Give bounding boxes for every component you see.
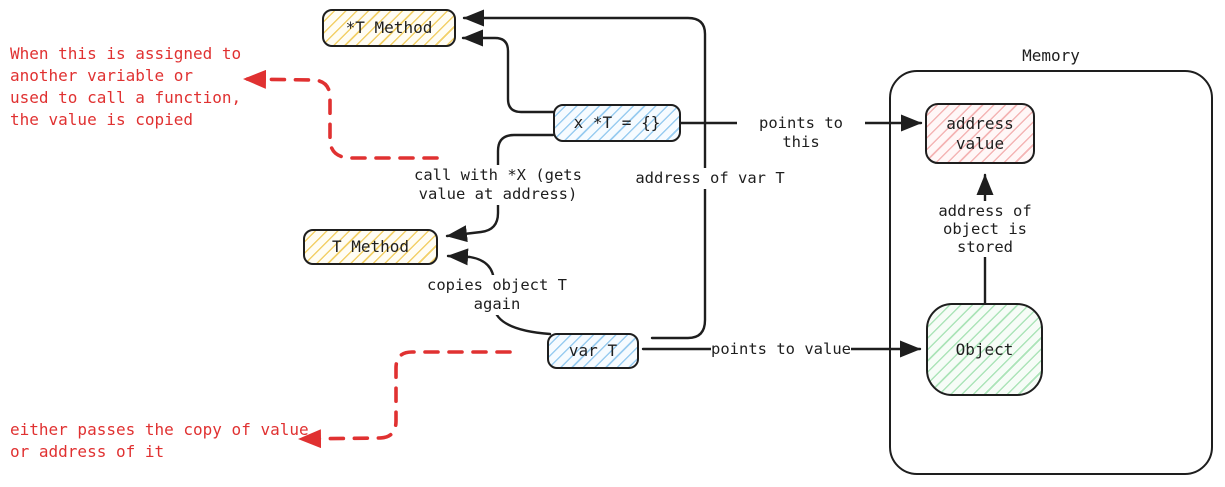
node-var-t: var T (547, 333, 639, 369)
node-object: Object (926, 303, 1043, 396)
edge-label-points-to-this: points to this (737, 113, 865, 153)
annotation-bottom-note: either passes the copy of value or addre… (10, 420, 309, 461)
dashed-arrow-bottom-note (297, 350, 512, 449)
memory-frame-label: Memory (1022, 46, 1080, 65)
node-address-value: address value (925, 103, 1035, 164)
annotation-top-note: When this is assigned to another variabl… (10, 44, 242, 129)
edge-label-address-of-object: address of object is stored (937, 201, 1033, 257)
edge-label-call-with-x: call with *X (gets value at address) (414, 165, 582, 205)
edge-label-address-of-var-t: address of var T (634, 168, 786, 189)
node-t-method: T Method (303, 229, 438, 265)
node-star-t-method: *T Method (322, 9, 456, 47)
arrow-x-pointer-to-star-method (461, 29, 555, 114)
dashed-arrow-top-note (242, 69, 439, 160)
edge-label-copies-object: copies object T again (427, 275, 567, 315)
edge-label-points-to-value: points to value (711, 339, 851, 360)
node-x-pointer: x *T = {} (553, 104, 681, 142)
